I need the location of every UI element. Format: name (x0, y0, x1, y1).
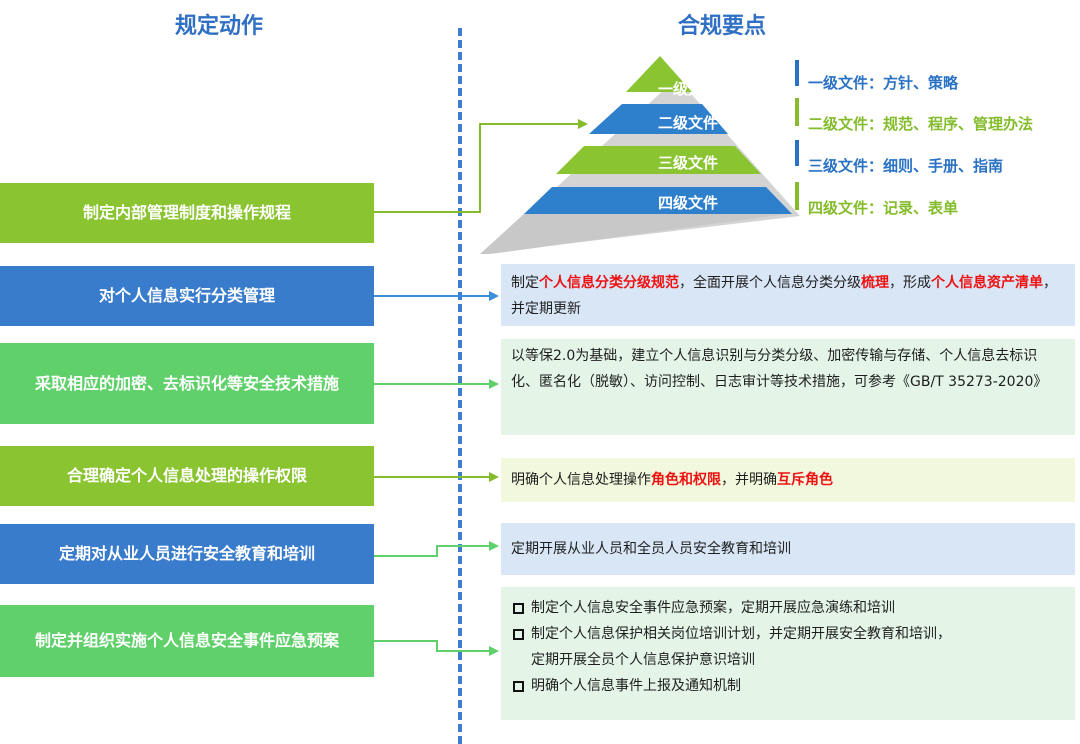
p3-highlight-b: 角色和权限 (651, 472, 721, 488)
checkbox-square-icon (513, 681, 524, 692)
p5-item-2: 制定个人信息保护相关岗位培训计划，并定期开展安全教育和培训， (511, 621, 1065, 647)
legend-bar-2 (795, 98, 799, 126)
p5-item-1-text: 制定个人信息安全事件应急预案，定期开展应急演练和培训 (531, 600, 895, 616)
pyramid-shadow-lower (480, 213, 795, 254)
p1-highlight-f: 个人信息资产清单 (931, 275, 1043, 291)
legend-bar-3 (795, 140, 799, 166)
left-column-title: 规定动作 (175, 14, 264, 39)
action-permissions: 合理确定个人信息处理的操作权限 (0, 446, 374, 506)
p4-text: 定期开展从业人员和全员人员安全教育和培训 (511, 541, 791, 557)
pyramid-tier-2-label: 二级文件 (657, 114, 718, 132)
p2-text: 以等保2.0为基础，建立个人信息识别与分类分级、加密传输与存储、个人信息去标识化… (511, 348, 1048, 390)
p5-item-3: 明确个人信息事件上报及通知机制 (511, 673, 1065, 699)
legend-bar-1 (795, 60, 799, 86)
p3-text-a: 明确个人信息处理操作 (511, 472, 651, 488)
p1-highlight-d: 梳理 (861, 275, 889, 291)
point-security-tech: 以等保2.0为基础，建立个人信息识别与分类分级、加密传输与存储、个人信息去标识化… (501, 339, 1075, 435)
pyramid-tier-3-label: 三级文件 (657, 154, 718, 172)
center-divider (458, 28, 462, 744)
right-column-title: 合规要点 (678, 14, 767, 39)
pyramid-tier-4-label: 四级文件 (657, 194, 718, 212)
p1-text-e: ，形成 (889, 275, 931, 291)
checkbox-square-icon (513, 629, 524, 640)
pyramid-tier-1-label: 一级文件 (657, 80, 718, 98)
legend-item-2: 二级文件：规范、程序、管理办法 (808, 115, 1034, 133)
connector-arrow-1 (374, 123, 586, 213)
p1-text-g: ，并定期更新 (511, 275, 1057, 317)
p5-item-2-continued: 定期开展全员个人信息保护意识培训 (531, 652, 755, 668)
p1-highlight-b: 个人信息分类分级规范 (539, 275, 679, 291)
checkbox-square-icon (513, 603, 524, 614)
action-classification: 对个人信息实行分类管理 (0, 266, 374, 326)
pyramid-tier-3 (556, 146, 761, 174)
p5-item-3-text: 明确个人信息事件上报及通知机制 (531, 678, 741, 694)
pyramid-tier-1 (626, 56, 692, 92)
p1-text-a: 制定 (511, 275, 539, 291)
pyramid-tier-4 (524, 187, 792, 214)
point-training: 定期开展从业人员和全员人员安全教育和培训 (501, 523, 1075, 575)
point-classification: 制定个人信息分类分级规范，全面开展个人信息分类分级梳理，形成个人信息资产清单，并… (501, 264, 1075, 326)
action-internal-rules: 制定内部管理制度和操作规程 (0, 183, 374, 243)
pyramid-tier-2 (589, 104, 728, 134)
legend-item-1: 一级文件：方针、策略 (808, 74, 959, 92)
connector-arrow-5 (374, 545, 494, 557)
legend-item-3: 三级文件：细则、手册、指南 (808, 157, 1004, 175)
legend-bar-4 (795, 182, 799, 210)
point-incident-plan: 制定个人信息安全事件应急预案，定期开展应急演练和培训 制定个人信息保护相关岗位培… (501, 587, 1075, 720)
p5-item-2-text: 制定个人信息保护相关岗位培训计划，并定期开展安全教育和培训， (531, 626, 951, 642)
p3-highlight-d: 互斥角色 (777, 472, 833, 488)
legend-item-4: 四级文件：记录、表单 (808, 199, 959, 217)
action-security-tech: 采取相应的加密、去标识化等安全技术措施 (0, 343, 374, 424)
action-incident-plan: 制定并组织实施个人信息安全事件应急预案 (0, 605, 374, 677)
p5-item-1: 制定个人信息安全事件应急预案，定期开展应急演练和培训 (511, 595, 1065, 621)
p1-text-c: ，全面开展个人信息分类分级 (679, 275, 861, 291)
connector-arrow-6 (374, 640, 494, 652)
point-permissions: 明确个人信息处理操作角色和权限，并明确互斥角色 (501, 458, 1075, 502)
p3-text-c: ，并明确 (721, 472, 777, 488)
action-training: 定期对从业人员进行安全教育和培训 (0, 524, 374, 584)
